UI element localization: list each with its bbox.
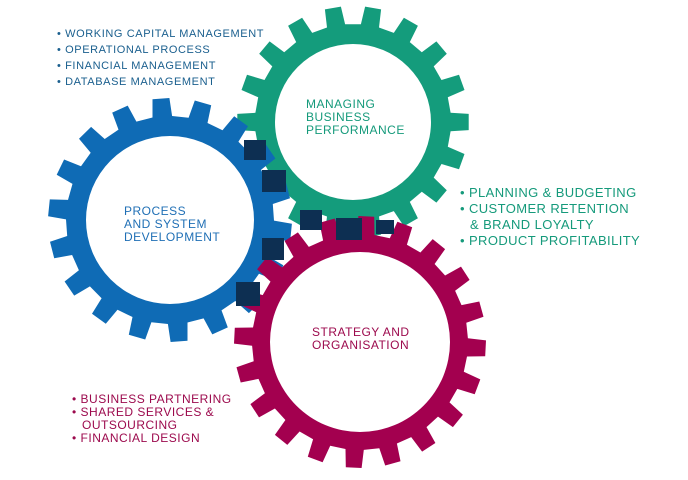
list-item: • Planning & Budgeting bbox=[460, 185, 640, 201]
list-business-topics: • Planning & Budgeting • Customer retent… bbox=[460, 185, 640, 249]
label-line: Performance bbox=[306, 124, 405, 137]
list-item: • Financial management bbox=[57, 58, 264, 74]
list-item: • Financial design bbox=[72, 432, 232, 445]
list-item: • Database management bbox=[57, 74, 264, 90]
list-item: • Operational process bbox=[57, 42, 264, 58]
label-strategy-organisation: Strategy and Organisation bbox=[312, 326, 410, 352]
list-performance-topics: • Working capital management • Operation… bbox=[57, 26, 264, 90]
label-managing-business-performance: Managing Business Performance bbox=[306, 98, 405, 137]
label-process-system-development: Process and System Development bbox=[124, 205, 220, 244]
label-line: Organisation bbox=[312, 339, 410, 352]
list-item: & brand loyalty bbox=[460, 217, 640, 233]
list-item: • Customer retention bbox=[460, 201, 640, 217]
list-strategy-topics: • Business partnering • Shared services … bbox=[72, 393, 232, 445]
label-line: Development bbox=[124, 231, 220, 244]
list-item: • Working capital management bbox=[57, 26, 264, 42]
list-item: • Product profitability bbox=[460, 233, 640, 249]
